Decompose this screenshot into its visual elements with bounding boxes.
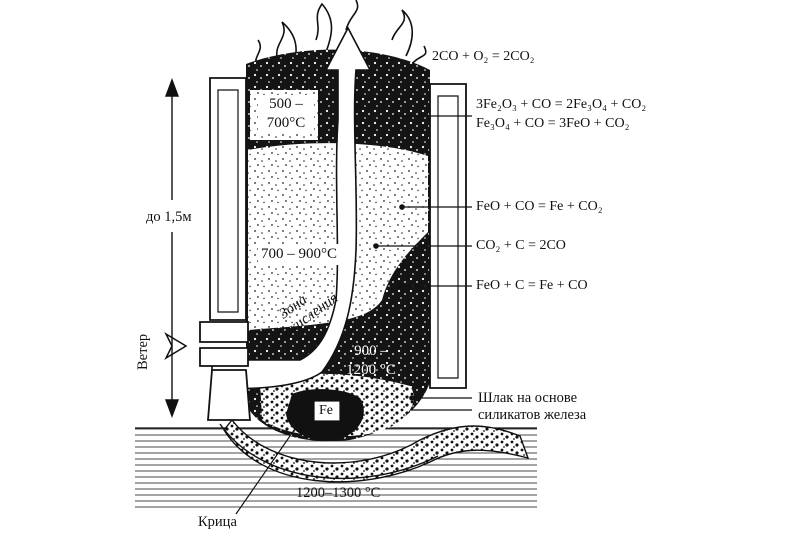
zone-temp-bottom: 900 – 1200 °C xyxy=(342,342,400,380)
equation-top: 2CO + O₂ = 2CO₂ xyxy=(432,50,535,64)
zone-temp-middle: 700 – 900°C xyxy=(258,244,340,265)
zone-temp-hearth: 1200–1300 °C xyxy=(296,486,380,501)
wind-label: Ветер xyxy=(136,334,151,370)
fe-label: Fe xyxy=(319,404,333,418)
wind-arrow xyxy=(166,334,186,358)
equation-direct-reduction: FeO + C = Fe + CO xyxy=(476,279,588,293)
height-dimension xyxy=(166,80,178,416)
zone-temp-top-line1: 500 – xyxy=(258,95,314,114)
zone-temp-top: 500 – 700°C xyxy=(258,95,314,133)
bloom-label: Крица xyxy=(198,515,237,530)
equation-reduction-3: FeO + CO = Fe + CO₂ xyxy=(476,200,603,214)
height-label: до 1,5м xyxy=(146,208,192,227)
slag-label-line2: силикатов железа xyxy=(478,407,586,424)
zone-temp-bottom-line2: 1200 °C xyxy=(342,361,400,380)
slag-label-line1: Шлак на основе xyxy=(478,390,586,407)
equation-reduction-2: Fe₃O₄ + CO = 3FeO + CO₂ xyxy=(476,117,629,131)
equation-boudouard: CO₂ + C = 2CO xyxy=(476,239,566,253)
zone-temp-top-line2: 700°C xyxy=(258,114,314,133)
equation-reduction-1: 3Fe₂O₃ + CO = 2Fe₃O₄ + CO₂ xyxy=(476,98,646,112)
zone-temp-bottom-line1: 900 – xyxy=(342,342,400,361)
slag-label: Шлак на основе силикатов железа xyxy=(478,390,586,425)
